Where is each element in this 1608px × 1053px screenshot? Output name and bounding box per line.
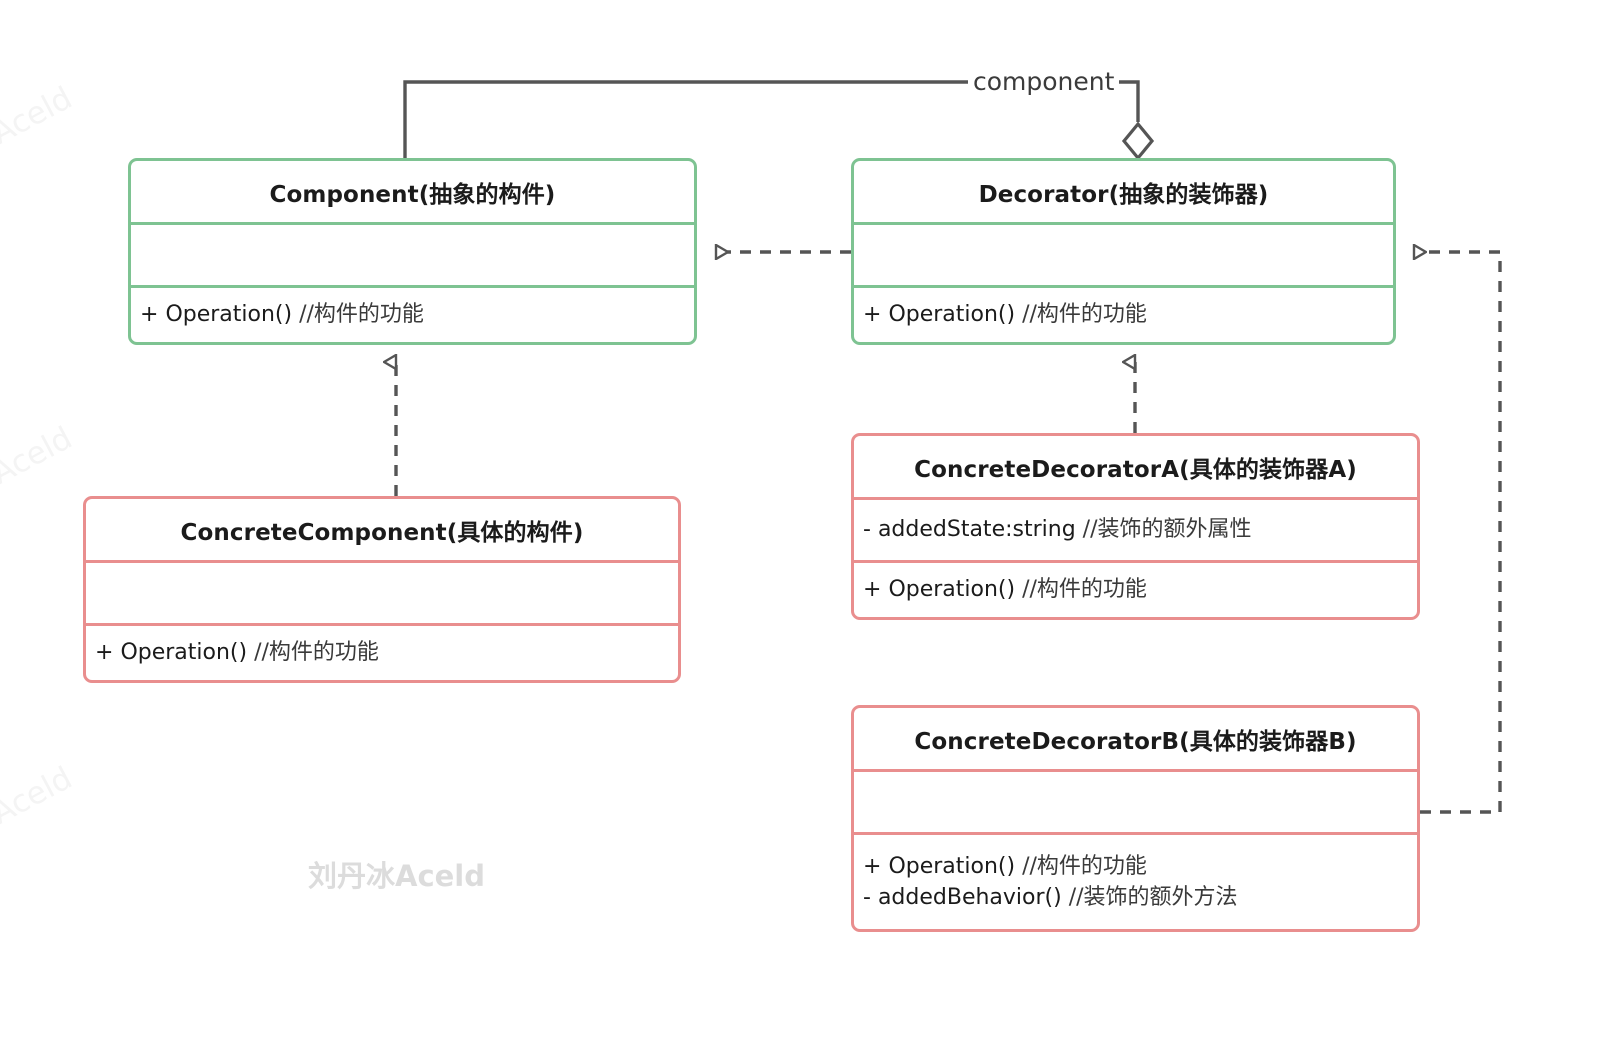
method-signature: Operation() [120, 640, 248, 666]
watermark-edge-3: Aceld [0, 760, 79, 832]
attribute-signature: addedState:string [877, 517, 1076, 543]
method-visibility: - [863, 885, 871, 910]
method-comment: //装饰的额外方法 [1068, 885, 1238, 910]
uml-class-concrete-decorator-a[interactable]: ConcreteDecoratorA(具体的装饰器A) - addedState… [851, 433, 1420, 620]
attribute-visibility: - [863, 517, 871, 543]
method-comment: //构件的功能 [254, 640, 379, 666]
method-row: - addedBehavior() //装饰的额外方法 [863, 882, 1417, 913]
method-signature: Operation() [888, 302, 1016, 328]
method-comment: //构件的功能 [1022, 302, 1147, 328]
method-visibility: + [863, 853, 882, 879]
aggregation-diamond-icon [1121, 121, 1155, 161]
class-name-component: Component(抽象的构件) [269, 181, 556, 208]
attributes-compartment-concrete-decorator-b [854, 769, 1417, 832]
method-signature: Operation() [888, 853, 1016, 879]
method-row: + Operation() //构件的功能 [863, 574, 1417, 605]
attributes-compartment-component [131, 222, 694, 285]
method-visibility: + [95, 640, 114, 666]
attributes-compartment-decorator [854, 222, 1393, 285]
method-visibility: + [863, 302, 882, 328]
attribute-row: - addedState:string //装饰的额外属性 [863, 514, 1417, 545]
method-row: + Operation() //构件的功能 [863, 851, 1417, 882]
uml-class-concrete-decorator-b[interactable]: ConcreteDecoratorB(具体的装饰器B) + Operation(… [851, 705, 1420, 932]
class-name-concrete-decorator-b: ConcreteDecoratorB(具体的装饰器B) [914, 728, 1357, 755]
uml-class-concrete-component[interactable]: ConcreteComponent(具体的构件) + Operation() /… [83, 496, 681, 683]
edge-label-component: component [968, 67, 1120, 96]
method-comment: //构件的功能 [1022, 853, 1147, 879]
method-row: + Operation() //构件的功能 [95, 637, 678, 668]
methods-compartment-concrete-component: + Operation() //构件的功能 [86, 623, 678, 680]
uml-class-component[interactable]: Component(抽象的构件) + Operation() //构件的功能 [128, 158, 697, 345]
method-comment: //构件的功能 [299, 302, 424, 328]
watermark-main: 刘丹冰Aceld [308, 859, 486, 893]
method-signature: addedBehavior() [877, 885, 1062, 910]
method-signature: Operation() [888, 577, 1016, 603]
method-visibility: + [140, 302, 159, 328]
method-comment: //构件的功能 [1022, 577, 1147, 603]
attributes-compartment-concrete-component [86, 560, 678, 623]
method-signature: Operation() [165, 302, 293, 328]
relation-realize-decoratorb-decorator [1414, 252, 1502, 814]
class-name-concrete-component: ConcreteComponent(具体的构件) [180, 519, 584, 546]
method-visibility: + [863, 577, 882, 603]
watermark-edge-1: Aceld [0, 80, 79, 152]
method-row: + Operation() //构件的功能 [140, 299, 694, 330]
watermark-edge-2: Aceld [0, 420, 79, 492]
attributes-compartment-concrete-decorator-a: - addedState:string //装饰的额外属性 [854, 497, 1417, 560]
methods-compartment-concrete-decorator-a: + Operation() //构件的功能 [854, 560, 1417, 617]
class-name-concrete-decorator-a: ConcreteDecoratorA(具体的装饰器A) [914, 456, 1357, 483]
uml-class-decorator[interactable]: Decorator(抽象的装饰器) + Operation() //构件的功能 [851, 158, 1396, 345]
methods-compartment-concrete-decorator-b: + Operation() //构件的功能 - addedBehavior() … [854, 832, 1417, 929]
attribute-comment: //装饰的额外属性 [1082, 517, 1252, 543]
methods-compartment-decorator: + Operation() //构件的功能 [854, 285, 1393, 342]
class-name-decorator: Decorator(抽象的装饰器) [978, 181, 1269, 208]
methods-compartment-component: + Operation() //构件的功能 [131, 285, 694, 342]
method-row: + Operation() //构件的功能 [863, 299, 1393, 330]
